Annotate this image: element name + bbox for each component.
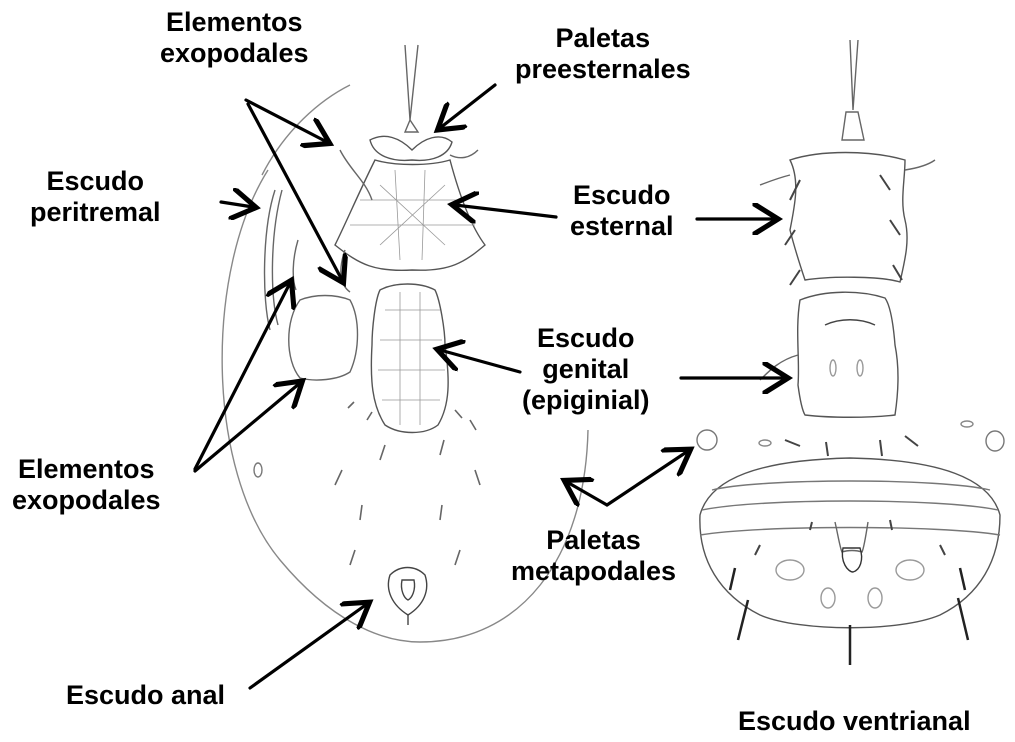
arrow-preesternales (440, 85, 495, 128)
arrow-peritremal (221, 202, 253, 207)
arrow-exopodales-bottom-b (195, 383, 300, 471)
arrow-anal (250, 604, 367, 688)
arrow-esternal-left (455, 205, 556, 217)
right-mite-drawing (697, 40, 1004, 665)
annotation-arrows (195, 85, 785, 688)
label-elementos-exopodales-bottom: Elementos exopodales (12, 454, 161, 516)
label-paletas-preesternales: Paletas preesternales (515, 23, 691, 85)
arrow-metapodales-b (607, 451, 688, 505)
label-escudo-genital: Escudo genital (epiginial) (522, 323, 650, 416)
label-escudo-peritremal: Escudo peritremal (30, 166, 161, 228)
label-escudo-anal: Escudo anal (66, 680, 225, 711)
arrow-exopodales-bottom-a (195, 283, 290, 469)
arrow-genital-left (440, 350, 520, 372)
label-escudo-ventrianal: Escudo ventrianal (738, 706, 971, 737)
arrow-metapodales-a (567, 482, 607, 505)
label-elementos-exopodales-top: Elementos exopodales (160, 7, 309, 69)
label-escudo-esternal: Escudo esternal (570, 180, 674, 242)
label-paletas-metapodales: Paletas metapodales (511, 525, 676, 587)
